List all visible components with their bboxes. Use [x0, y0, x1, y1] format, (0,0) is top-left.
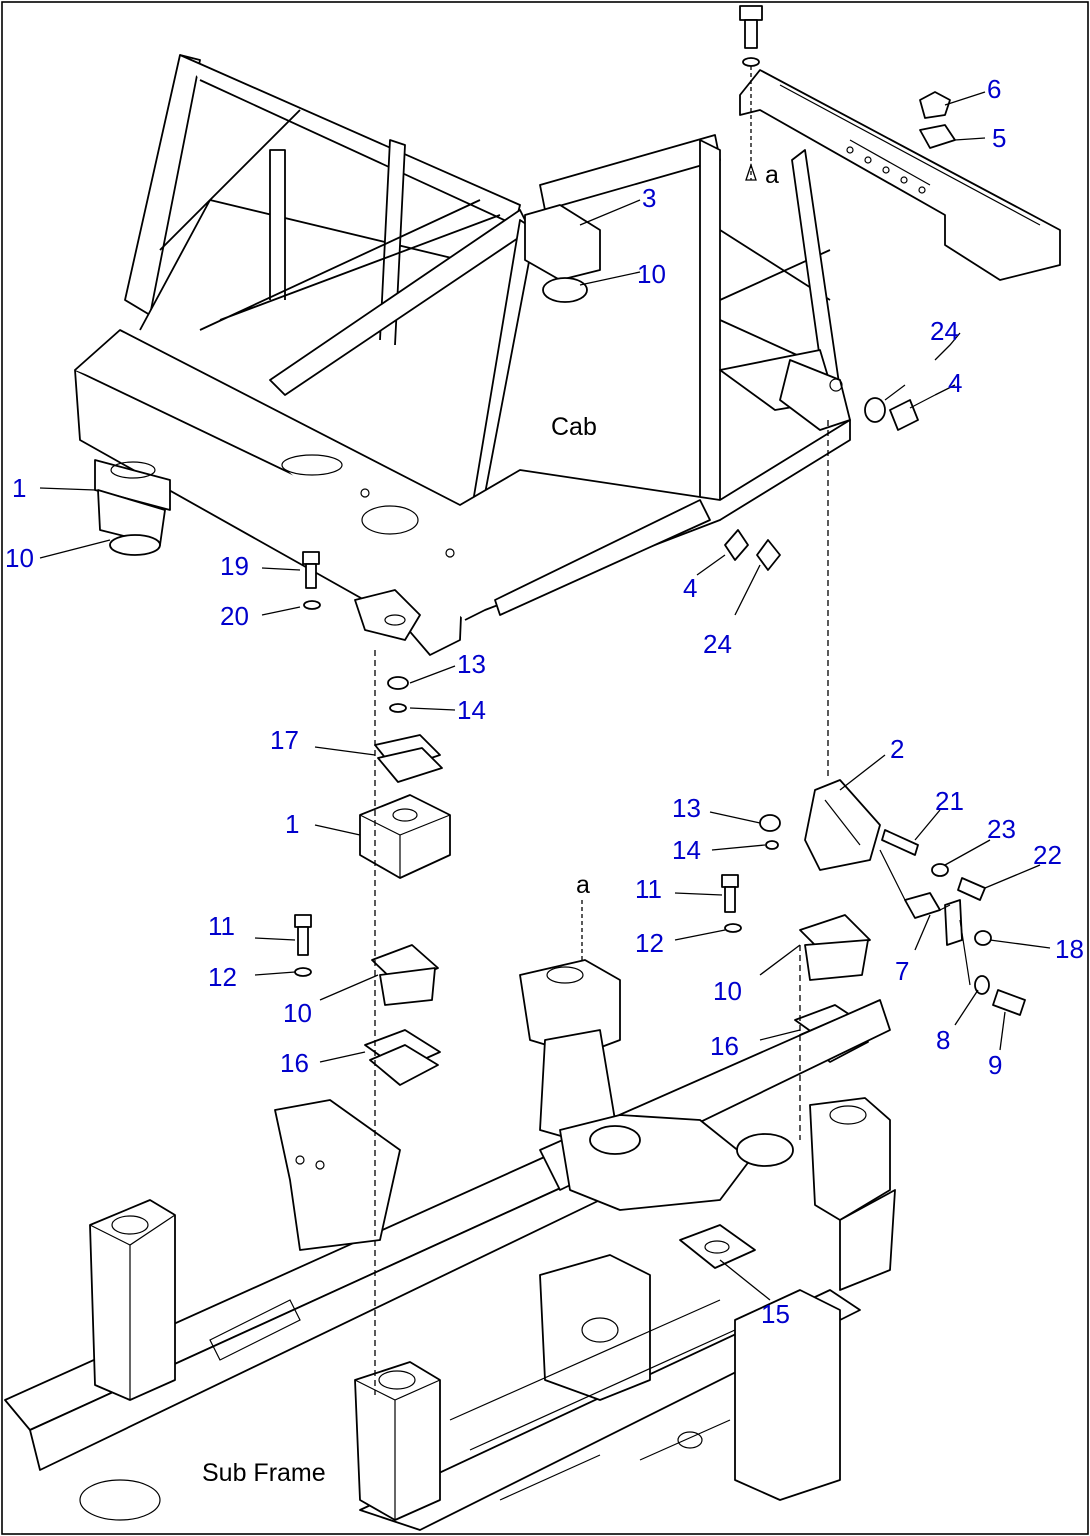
callout-4: 4	[683, 573, 697, 603]
callout-5: 5	[992, 123, 1006, 153]
callout-leaders	[39, 91, 1051, 1301]
callout-16: 16	[280, 1048, 309, 1078]
callout-15: 15	[761, 1299, 790, 1329]
callout-12: 12	[635, 928, 664, 958]
callout-11: 11	[208, 911, 235, 941]
loose-hardware	[294, 384, 1026, 1086]
callout-22: 22	[1033, 840, 1062, 870]
callout-12: 12	[208, 962, 237, 992]
callout-19: 19	[220, 551, 249, 581]
reference-a-bottom: a	[576, 871, 590, 899]
callout-7: 7	[895, 956, 909, 986]
callout-1: 1	[12, 473, 26, 503]
callout-13: 13	[672, 793, 701, 823]
callout-18: 18	[1055, 934, 1084, 964]
callout-20: 20	[220, 601, 249, 631]
callout-24: 24	[930, 316, 959, 346]
callout-10: 10	[5, 543, 34, 573]
reference-a-top: a	[765, 161, 779, 189]
callout-6: 6	[987, 74, 1001, 104]
callout-1: 1	[285, 809, 299, 839]
cab-structure	[74, 54, 851, 656]
callout-23: 23	[987, 814, 1016, 844]
callout-10: 10	[713, 976, 742, 1006]
callout-21: 21	[935, 786, 964, 816]
cab-label: Cab	[551, 413, 597, 441]
callout-11: 11	[635, 874, 662, 904]
callout-24: 24	[703, 629, 732, 659]
callout-13: 13	[457, 649, 486, 679]
callout-3: 3	[642, 183, 656, 213]
callout-14: 14	[672, 835, 701, 865]
callout-4: 4	[948, 368, 962, 398]
callout-17: 17	[270, 725, 299, 755]
callout-2: 2	[890, 734, 904, 764]
callout-14: 14	[457, 695, 486, 725]
top-right-bracket	[739, 5, 1061, 281]
sub-frame-structure	[4, 420, 896, 1531]
callout-8: 8	[936, 1025, 950, 1055]
callout-10: 10	[283, 998, 312, 1028]
callout-16: 16	[710, 1031, 739, 1061]
sub-frame-label: Sub Frame	[202, 1459, 326, 1487]
callout-9: 9	[988, 1050, 1002, 1080]
callout-10: 10	[637, 259, 666, 289]
